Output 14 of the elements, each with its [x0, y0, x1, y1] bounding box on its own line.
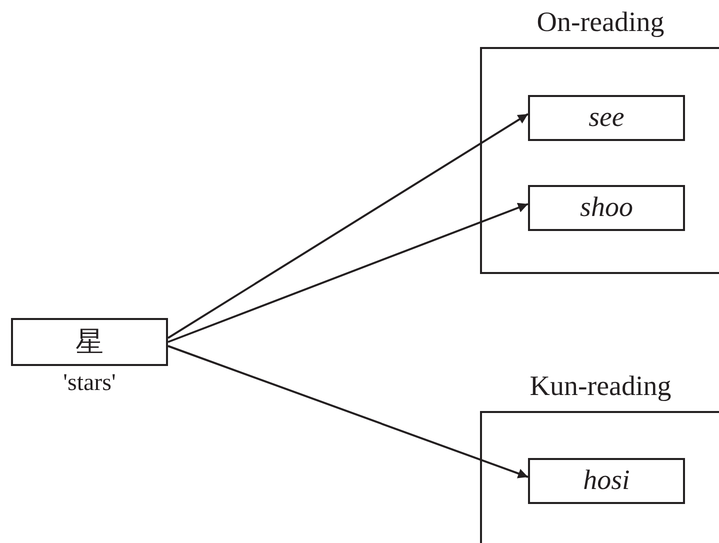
reading-text: see: [588, 102, 624, 134]
arrow: [167, 113, 529, 339]
character-box: [11, 318, 168, 366]
reading-box: [528, 185, 685, 231]
group-heading: Kun-reading: [528, 371, 672, 403]
reading-text: hosi: [583, 465, 630, 497]
arrow: [168, 345, 528, 478]
reading-box: [528, 95, 685, 141]
reading-box: [528, 458, 685, 504]
group-heading: On-reading: [536, 7, 666, 39]
reading-text: shoo: [580, 192, 633, 224]
arrow: [168, 202, 528, 343]
gloss-text: 'stars': [62, 370, 117, 397]
kanji-character: 星: [76, 324, 104, 360]
